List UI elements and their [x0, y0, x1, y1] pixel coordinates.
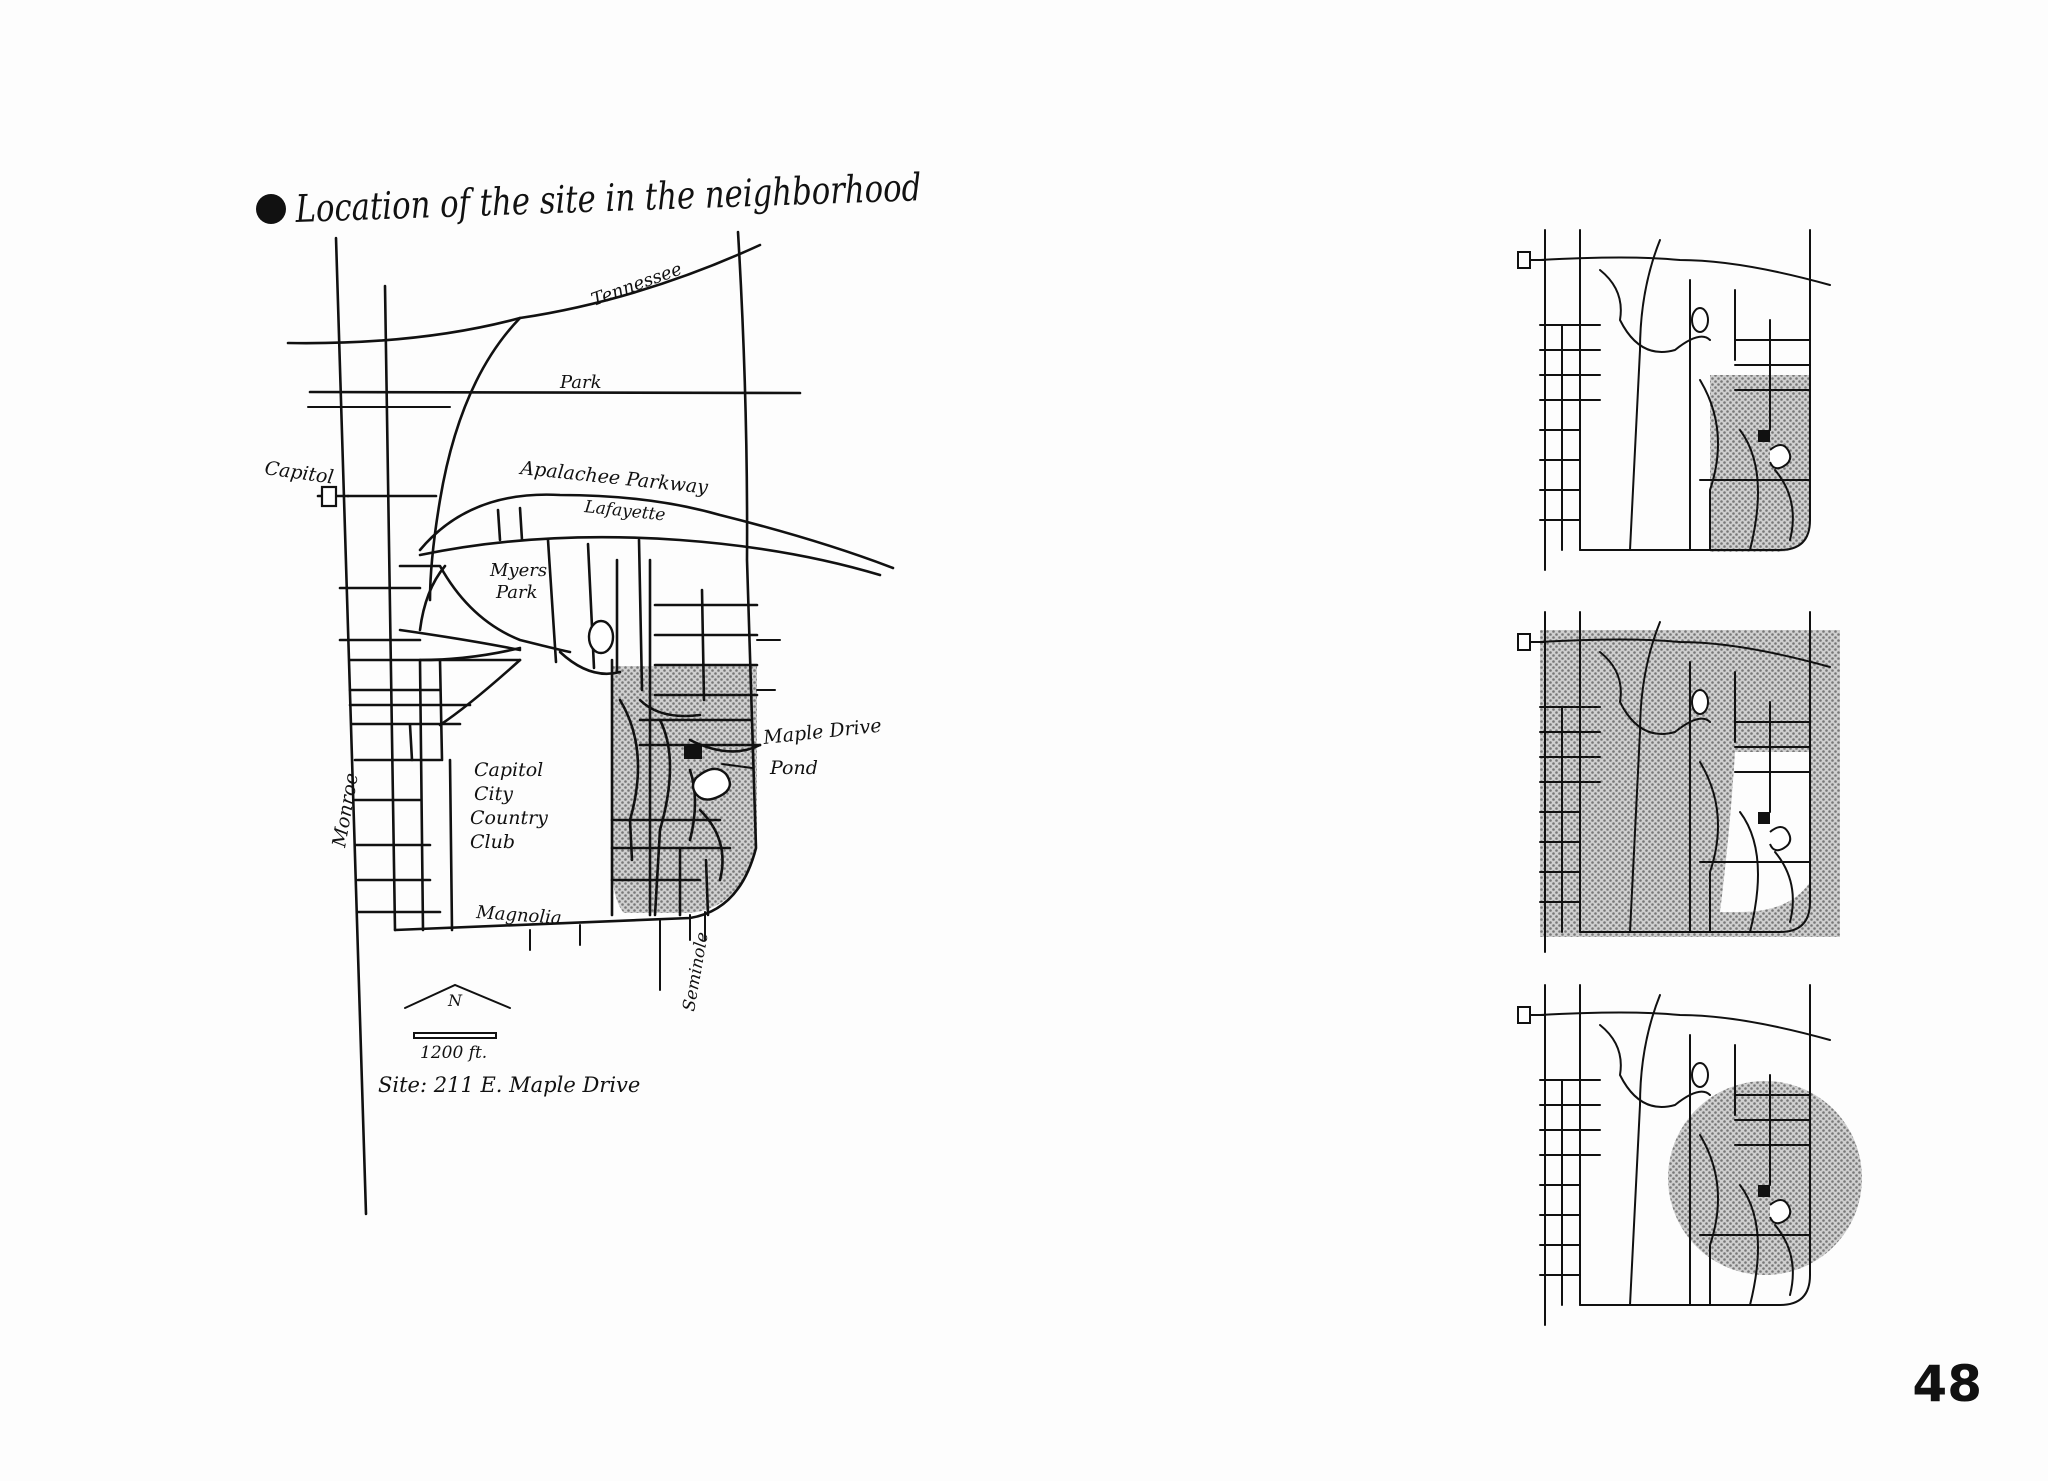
- label-pond: Pond: [769, 757, 818, 779]
- page-number: 48: [1912, 1355, 1982, 1413]
- label-capitol: Capitol: [263, 457, 335, 488]
- site-address: Site: 211 E. Maple Drive: [378, 1073, 640, 1097]
- label-country-club: Capitol City Country Club: [470, 759, 554, 853]
- label-tennessee: Tennessee: [589, 259, 685, 311]
- thumbnail-map-radius: [1517, 984, 1862, 1326]
- label-seminole: Seminole: [679, 931, 713, 1013]
- label-maple-drive: Maple Drive: [761, 715, 882, 749]
- neighborhood-map: Tennessee Park Apalachee Parkway Lafayet…: [263, 230, 895, 1216]
- north-label: N: [447, 991, 463, 1010]
- site-district-shading: [612, 666, 757, 913]
- bullet-icon: [256, 194, 286, 224]
- maple-drive-pond: [691, 767, 732, 801]
- capitol-icon: [320, 485, 338, 508]
- thumbnail-map-surroundings: [1517, 611, 1840, 953]
- label-myers-park: Myers Park: [489, 560, 553, 603]
- label-apalachee: Apalachee Parkway: [517, 457, 709, 499]
- site-building: [684, 745, 702, 759]
- label-monroe: Monroe: [328, 771, 363, 850]
- scale-label: 1200 ft.: [420, 1043, 487, 1063]
- label-park: Park: [559, 372, 602, 393]
- page-heading: Location of the site in the neighborhood: [294, 165, 922, 231]
- scale-bar: [413, 1032, 497, 1039]
- north-arrow-icon: [404, 983, 511, 1009]
- thumbnail-map-district: [1517, 229, 1831, 571]
- label-magnolia: Magnolia: [475, 902, 563, 929]
